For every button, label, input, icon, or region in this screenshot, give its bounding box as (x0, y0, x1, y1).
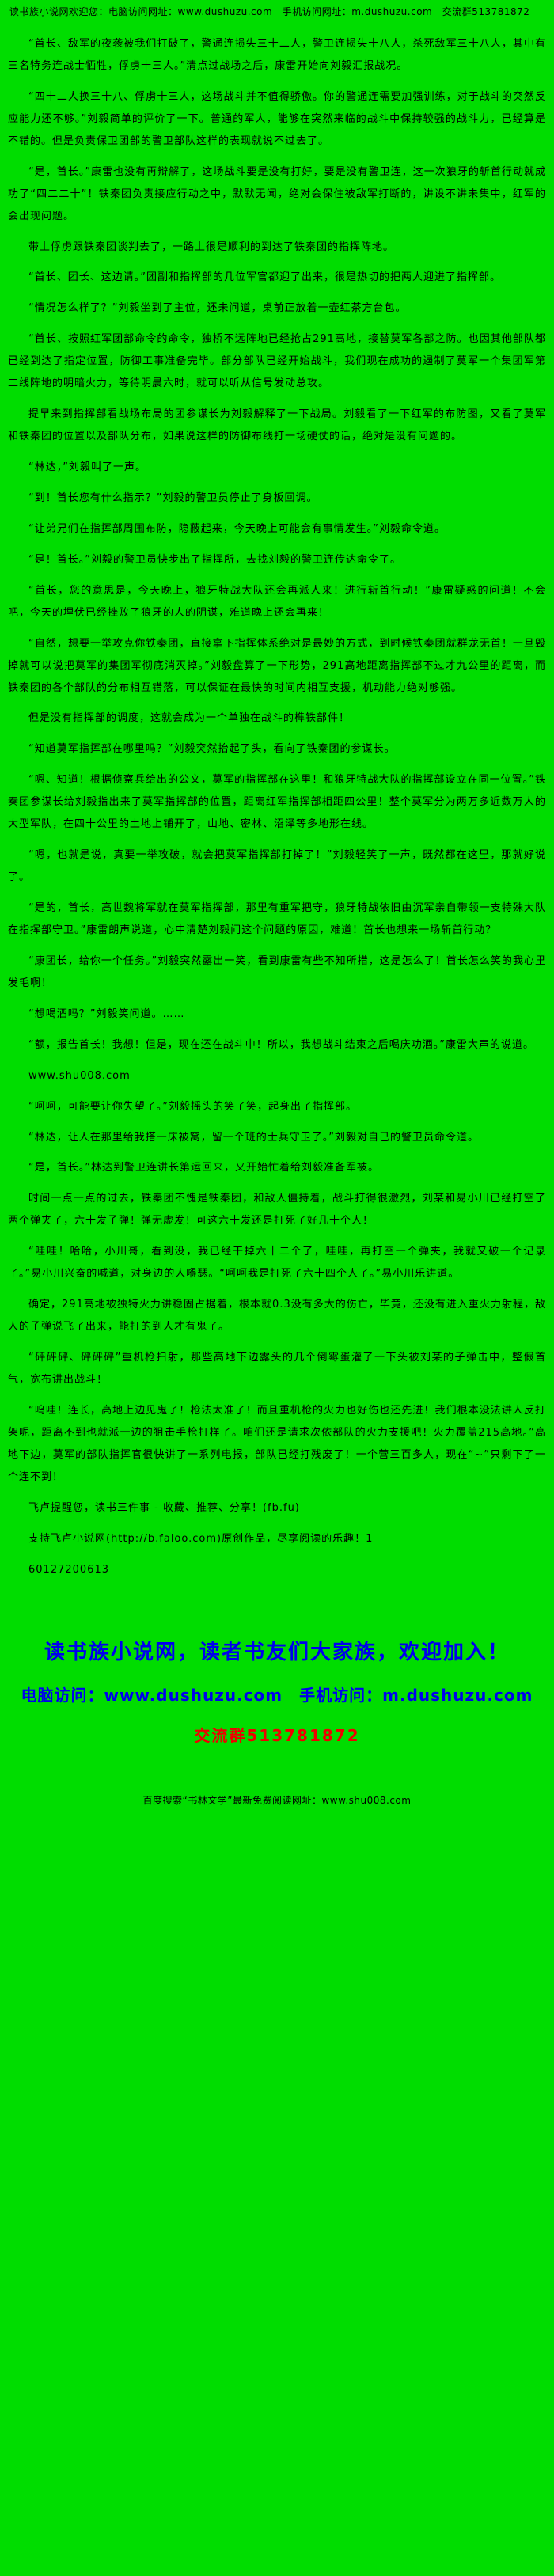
novel-paragraph: “首长，您的意思是，今天晚上，狼牙特战大队还会再派人来！进行斩首行动！”康雷疑惑… (8, 584, 546, 619)
novel-paragraph: 60127200613 (28, 1563, 109, 1576)
footer-promo: 读书族小说网，读者书友们大家族，欢迎加入！ 电脑访问：www.dushuzu.c… (8, 1636, 546, 1807)
novel-paragraph: “首长、按照红军团部命令的命令，独桥不远阵地已经抢占291高地，接替莫军各部之防… (8, 333, 546, 390)
novel-paragraph: “呵呵，可能要让你失望了。”刘毅摇头的笑了笑，起身出了指挥部。 (28, 1100, 357, 1113)
novel-paragraph: “到！首长您有什么指示？”刘毅的警卫员停止了身板回调。 (28, 491, 318, 504)
novel-paragraph: 支持飞卢小说网(http://b.faloo.com)原创作品，尽享阅读的乐趣！… (28, 1532, 374, 1545)
novel-paragraph: “首长、团长、这边请。”团副和指挥部的几位军官都迎了出来，很是热切的把两人迎进了… (28, 271, 501, 284)
novel-paragraph: 确定，291高地被独特火力讲稳固占据着，根本就0.3没有多大的伤亡，毕竟，还没有… (8, 1299, 546, 1334)
novel-paragraph: “额，报告首长！我想！但是，现在还在战斗中！所以，我想战斗结束之后喝庆功酒。”康… (28, 1038, 534, 1051)
novel-paragraph: “四十二人换三十八、俘虏十三人，这场战斗并不值得骄傲。你的警通连需要加强训练，对… (8, 90, 546, 147)
novel-paragraph: “想喝酒吗？”刘毅笑问道。…… (28, 1007, 185, 1020)
novel-paragraph: www.shu008.com (28, 1069, 131, 1082)
site-header-line[interactable]: 读书族小说网欢迎您：电脑访问网址：www.dushuzu.com 手机访问网址：… (9, 6, 530, 17)
novel-paragraph: “嗯、知道！根据侦察兵给出的公文，莫军的指挥部在这里！和狼牙特战大队的指挥部设立… (8, 774, 546, 831)
novel-paragraph: “是，首长。”林达到警卫连讲长第运回来，又开始忙着给刘毅准备军被。 (28, 1162, 379, 1174)
novel-paragraph: “砰砰砰、砰砰砰”重机枪扫射，那些高地下边露头的几个倒霉蛋灌了一下头被刘某的子弹… (8, 1352, 546, 1386)
baidu-search-hint[interactable]: 百度搜索“书林文学”最新免费阅读网址：www.shu008.com (142, 1795, 412, 1807)
chapter-content: “首长、敌军的夜袭被我们打破了，警通连损失三十二人，警卫连损失十八人，杀死敌军三… (8, 33, 546, 1580)
novel-paragraph: 时间一点一点的过去，铁秦团不愧是铁秦团，和敌人僵持着，战斗打得很激烈，刘某和易小… (8, 1193, 546, 1227)
novel-paragraph: “是，首长。”康雷也没有再辩解了，这场战斗要是没有打好，要是没有警卫连，这一次狼… (8, 165, 546, 222)
qq-group-line: 交流群513781872 (194, 1726, 360, 1746)
novel-paragraph: “是！首长。”刘毅的警卫员快步出了指挥所，去找刘毅的警卫连传达命令了。 (28, 553, 401, 566)
novel-paragraph: “情况怎么样了？”刘毅坐到了主位，还未问道，桌前正放着一壶红茶方台包。 (28, 302, 407, 315)
novel-paragraph: “是的，首长，高世魏将军就在莫军指挥部，那里有重军把守，狼牙特战依旧由沉军亲自带… (8, 902, 546, 936)
novel-paragraph: 飞卢提醒您，读书三件事 - 收藏、推荐、分享！(fb.fu) (28, 1501, 300, 1514)
novel-paragraph: “让弟兄们在指挥部周围布防，隐蔽起来，今天晚上可能会有事情发生。”刘毅命令道。 (28, 522, 446, 535)
novel-paragraph: “哇哇！哈哈，小川哥，看到没，我已经干掉六十二个了，哇哇，再打空一个弹夹，我就又… (8, 1246, 546, 1280)
novel-paragraph: “嗯，也就是说，真要一举攻破，就会把莫军指挥部打掉了！”刘毅轻笑了一声，既然都在… (8, 849, 546, 884)
site-access-links[interactable]: 电脑访问：www.dushuzu.com 手机访问：m.dushuzu.com (21, 1686, 533, 1705)
site-join-banner[interactable]: 读书族小说网，读者书友们大家族，欢迎加入！ (44, 1641, 510, 1665)
novel-paragraph: “自然，想要一举攻克你铁秦团，直接拿下指挥体系绝对是最妙的方式，到时候铁秦团就群… (8, 637, 546, 694)
novel-paragraph: “知道莫军指挥部在哪里吗？”刘毅突然抬起了头，看向了铁秦团的参谋长。 (28, 743, 396, 756)
novel-paragraph: “林达，让人在那里给我搭一床被窝，留一个班的士兵守卫了。”刘毅对自己的警卫员命令… (28, 1131, 479, 1144)
novel-paragraph: “林达，”刘毅叫了一声。 (28, 461, 146, 473)
novel-paragraph: 提早来到指挥部看战场布局的团参谋长为刘毅解释了一下战局。刘毅看了一下红军的布防图… (8, 408, 546, 443)
novel-paragraph: “康团长，给你一个任务。”刘毅突然露出一笑，看到康雷有些不知所措，这是怎么了！首… (8, 954, 546, 989)
novel-paragraph: 带上俘虏跟铁秦团谈判去了，一路上很是顺利的到达了铁秦团的指挥阵地。 (28, 241, 395, 253)
novel-paragraph: “首长、敌军的夜袭被我们打破了，警通连损失三十二人，警卫连损失十八人，杀死敌军三… (8, 38, 546, 72)
novel-paragraph: “呜哇！连长，高地上边见鬼了！枪法太准了！而且重机枪的火力也好伤也还先进！我们根… (8, 1404, 546, 1483)
novel-paragraph: 但是没有指挥部的调度，这就会成为一个单独在战斗的榫铁部件！ (28, 712, 351, 725)
